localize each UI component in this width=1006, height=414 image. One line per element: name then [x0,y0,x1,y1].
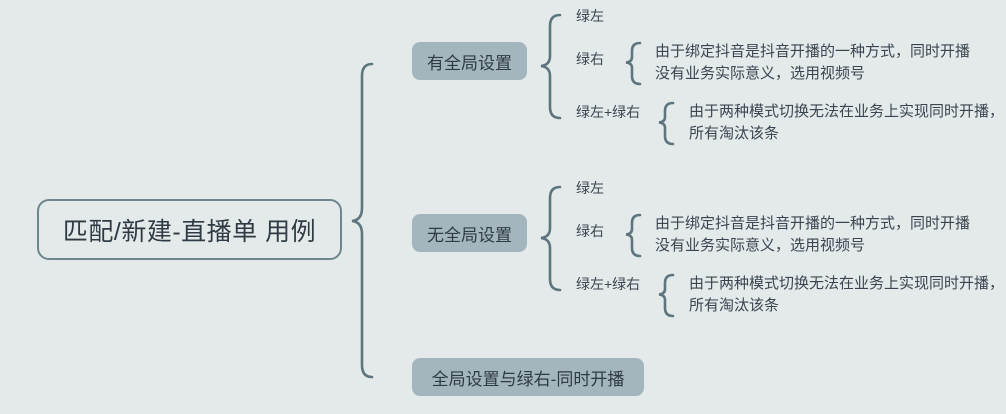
branch-node-global-settings-yes[interactable]: 有全局设置 [412,42,527,80]
brace-leaf-1-3 [658,101,675,146]
brace-root [351,62,374,379]
leaf-label-1-green-right[interactable]: 绿右 [576,51,604,67]
leaf-label-2-green-left-plus-right[interactable]: 绿左+绿右 [576,276,641,292]
leaf-label-1-green-left[interactable]: 绿左 [576,8,604,24]
detail-line: 由于绑定抖音是抖音开播的一种方式，同时开播 [655,43,971,60]
detail-text-1-green-left-plus-right: 由于两种模式切换无法在业务上实现同时开播， 所有淘汰该条 [689,101,1004,145]
detail-text-2-green-left-plus-right: 由于两种模式切换无法在业务上实现同时开播， 所有淘汰该条 [689,273,1004,317]
detail-line: 没有业务实际意义，选用视频号 [655,65,866,82]
brace-leaf-2-2 [625,213,642,258]
brace-branch-1 [540,13,562,120]
detail-line: 没有业务实际意义，选用视频号 [655,237,866,254]
leaf-label-2-green-right[interactable]: 绿右 [576,223,604,239]
branch-node-global-settings-no[interactable]: 无全局设置 [412,214,527,252]
leaf-label-1-green-left-plus-right[interactable]: 绿左+绿右 [576,104,641,120]
root-node[interactable]: 匹配/新建-直播单 用例 [37,199,342,260]
brace-branch-2 [540,185,562,292]
leaf-label-2-green-left[interactable]: 绿左 [576,180,604,196]
branch-node-global-settings-with-green-right[interactable]: 全局设置与绿右-同时开播 [412,358,644,396]
detail-line: 所有淘汰该条 [689,125,780,142]
detail-line: 由于两种模式切换无法在业务上实现同时开播， [689,103,1005,120]
brace-leaf-2-3 [658,273,675,318]
detail-line: 所有淘汰该条 [689,297,780,314]
detail-text-2-green-right: 由于绑定抖音是抖音开播的一种方式，同时开播 没有业务实际意义，选用视频号 [655,213,970,257]
detail-line: 由于两种模式切换无法在业务上实现同时开播， [689,275,1005,292]
brace-leaf-1-2 [625,41,642,86]
detail-line: 由于绑定抖音是抖音开播的一种方式，同时开播 [655,215,971,232]
detail-text-1-green-right: 由于绑定抖音是抖音开播的一种方式，同时开播 没有业务实际意义，选用视频号 [655,41,970,85]
